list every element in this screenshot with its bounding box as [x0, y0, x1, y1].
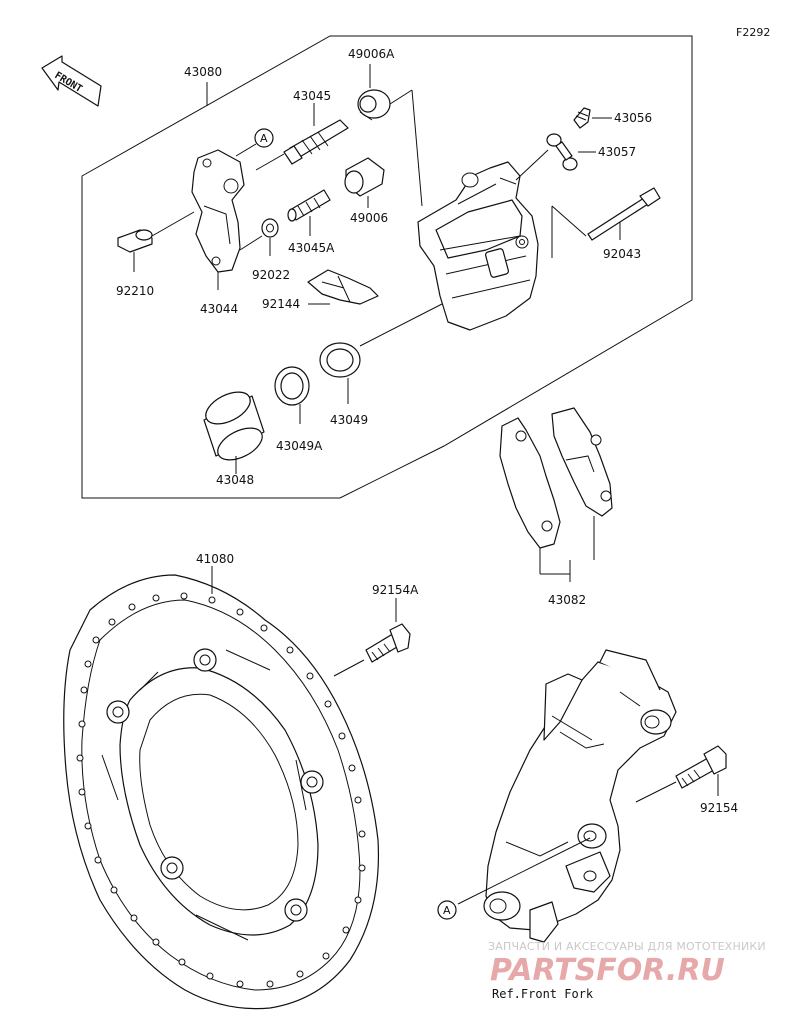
- ref-marker-a-lower-label: A: [443, 904, 451, 917]
- caliper-bracket: [191, 149, 245, 273]
- label-43056: 43056: [614, 111, 652, 125]
- label-92043: 92043: [603, 247, 641, 261]
- label-92154A: 92154A: [372, 583, 419, 597]
- boot-49006: [344, 157, 385, 197]
- sleeve-92210: [117, 229, 153, 253]
- label-43080: 43080: [184, 65, 222, 79]
- label-43082: 43082: [548, 593, 586, 607]
- disc-vent-hole: [358, 830, 366, 838]
- disc-vent-hole: [358, 864, 366, 872]
- disc-vent-hole: [354, 796, 362, 804]
- caption-ref-front-fork: Ref.Front Fork: [492, 987, 594, 1001]
- disc-vent-hole: [84, 660, 92, 668]
- disc-vent-hole: [180, 592, 188, 600]
- ref-marker-a-lower: [437, 900, 457, 920]
- disc-vent-hole: [296, 970, 304, 978]
- front-fork: [483, 649, 677, 943]
- disc-vent-hole: [84, 822, 92, 830]
- disc-vent-hole: [128, 603, 136, 611]
- disc-vent-hole: [108, 618, 116, 626]
- watermark-tagline: ЗАПЧАСТИ И АКСЕССУАРЫ ДЛЯ МОТОТЕХНИКИ: [488, 940, 766, 953]
- label-43045: 43045: [293, 89, 331, 103]
- label-92022: 92022: [252, 268, 290, 282]
- disc-vent-hole: [152, 938, 160, 946]
- ref-marker-a-upper: [254, 128, 274, 148]
- label-43044: 43044: [200, 302, 238, 316]
- label-92144: 92144: [262, 297, 300, 311]
- front-arrow-icon: FRONT: [41, 55, 102, 107]
- disc-vent-hole: [130, 914, 138, 922]
- disc-vent-hole: [260, 624, 268, 632]
- label-49006A: 49006A: [348, 47, 395, 61]
- brake-disc-41080: [63, 574, 380, 1010]
- slide-pin-43045: [283, 119, 349, 165]
- disc-vent-hole: [94, 856, 102, 864]
- diagram-code: F2292: [736, 26, 770, 39]
- disc-vent-hole: [266, 980, 274, 988]
- label-43049A: 43049A: [276, 439, 323, 453]
- disc-vent-hole: [338, 732, 346, 740]
- disc-vent-hole: [92, 636, 100, 644]
- disc-vent-hole: [322, 952, 330, 960]
- piston-43048: [203, 391, 265, 461]
- ref-marker-a-upper-label: A: [260, 132, 268, 145]
- label-41080: 41080: [196, 552, 234, 566]
- disc-vent-hole: [306, 672, 314, 680]
- disc-vent-hole: [342, 926, 350, 934]
- disc-vent-hole: [206, 972, 214, 980]
- pad-spring-92144: [307, 269, 379, 305]
- disc-vent-hole: [152, 594, 160, 602]
- label-43057: 43057: [598, 145, 636, 159]
- disc-vent-hole: [236, 980, 244, 988]
- slide-pin-43045A: [287, 189, 331, 222]
- disc-vent-hole: [286, 646, 294, 654]
- washer-92022: [261, 218, 279, 238]
- disc-vent-hole: [354, 896, 362, 904]
- disc-vent-hole: [76, 754, 84, 762]
- disc-vent-hole: [208, 596, 216, 604]
- disc-vent-hole: [178, 958, 186, 966]
- cap-43057: [546, 133, 578, 171]
- label-43049: 43049: [330, 413, 368, 427]
- disc-vent-hole: [110, 886, 118, 894]
- disc-vent-hole: [80, 686, 88, 694]
- caliper-assembly-outline: [81, 35, 693, 499]
- bolt-92154A: [365, 623, 411, 663]
- disc-vent-hole: [78, 788, 86, 796]
- watermark-brand: PARTSFOR.RU: [490, 953, 725, 988]
- label-43048: 43048: [216, 473, 254, 487]
- label-92154: 92154: [700, 801, 738, 815]
- bleeder-43056: [573, 107, 591, 129]
- bolt-92154: [675, 745, 727, 789]
- seal-43049: [319, 342, 361, 378]
- disc-vent-hole: [236, 608, 244, 616]
- disc-vent-hole: [78, 720, 86, 728]
- label-49006: 49006: [350, 211, 388, 225]
- boot-49006A: [357, 89, 391, 121]
- label-92210: 92210: [116, 284, 154, 298]
- brake-pads-43082: [499, 407, 613, 549]
- caliper-body: [417, 161, 539, 331]
- disc-vent-hole: [348, 764, 356, 772]
- label-43045A: 43045A: [288, 241, 335, 255]
- disc-vent-hole: [324, 700, 332, 708]
- seal-43049A: [274, 366, 310, 406]
- pad-pin-92043: [587, 187, 661, 241]
